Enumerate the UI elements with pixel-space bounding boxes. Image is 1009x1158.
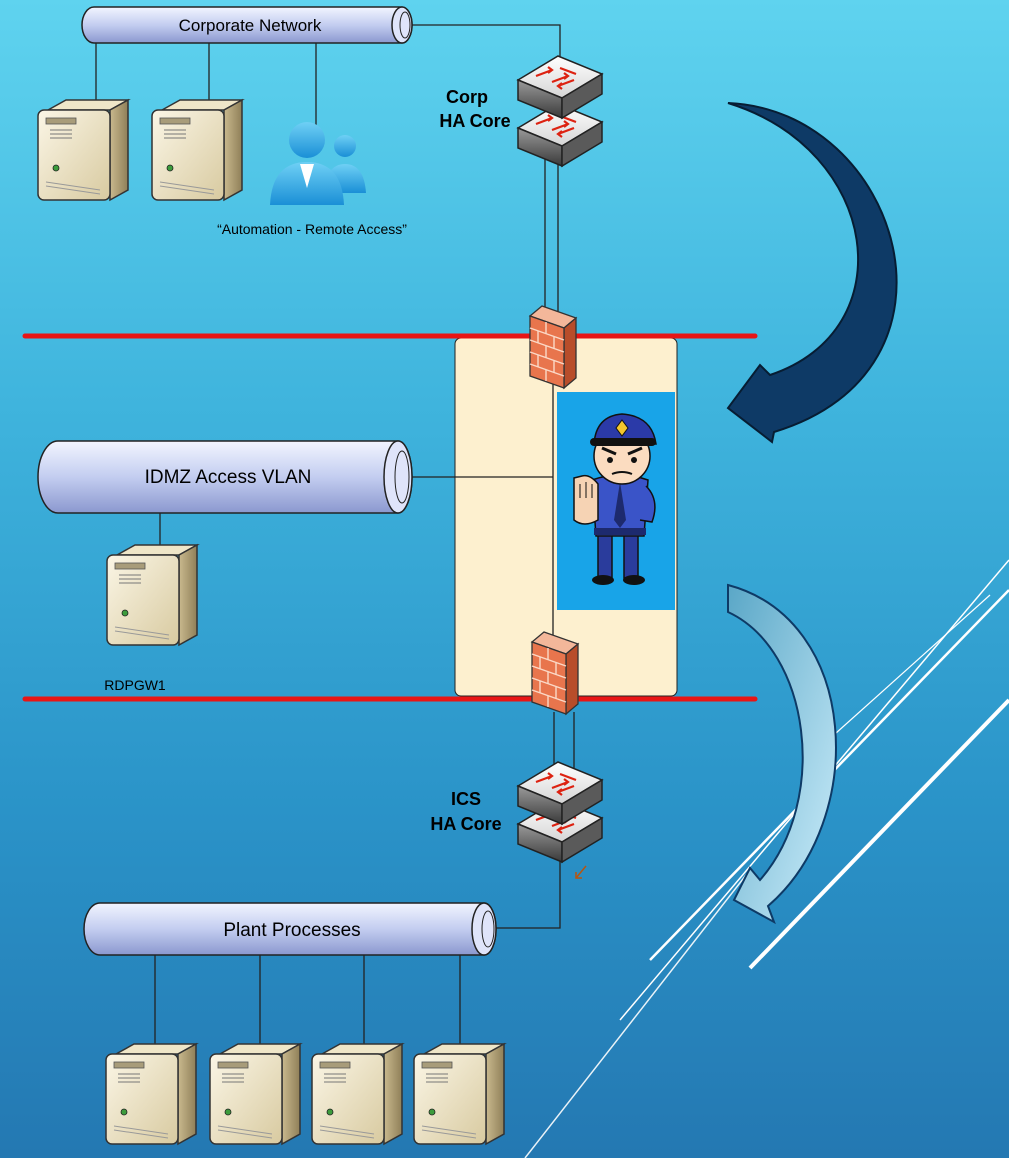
corporate-network-pipe: Corporate Network	[81, 6, 413, 44]
server-icon	[209, 1043, 301, 1145]
server-icon	[151, 99, 243, 201]
corporate-network-label: Corporate Network	[179, 16, 322, 35]
server-icon	[106, 544, 198, 646]
server-icon	[105, 1043, 197, 1145]
ics-core-label: ICS	[451, 789, 481, 809]
server-icon	[311, 1043, 403, 1145]
police-guard-icon	[557, 392, 675, 610]
corp-core-label: HA Core	[439, 111, 510, 131]
small-arrow-icon	[575, 865, 587, 879]
firewall-icon	[531, 631, 579, 715]
idmz-access-vlan-label: IDMZ Access VLAN	[145, 467, 312, 488]
firewall-icon	[529, 305, 577, 389]
connection-lines	[95, 24, 575, 1044]
switch-icon	[516, 54, 604, 120]
idmz-access-vlan-pipe: IDMZ Access VLAN	[37, 440, 413, 514]
server-icon	[413, 1043, 505, 1145]
curved-arrow-icon	[726, 102, 898, 444]
curved-arrow-icon	[727, 583, 837, 925]
remote-access-label: “Automation - Remote Access”	[217, 221, 407, 237]
rdpgw1-label: RDPGW1	[104, 677, 166, 693]
corp-core-label: Corp	[446, 87, 488, 107]
plant-processes-pipe: Plant Processes	[83, 902, 497, 956]
ics-core-label: HA Core	[430, 814, 501, 834]
server-icon	[37, 99, 129, 201]
plant-processes-label: Plant Processes	[223, 920, 360, 941]
users-icon	[270, 122, 366, 205]
